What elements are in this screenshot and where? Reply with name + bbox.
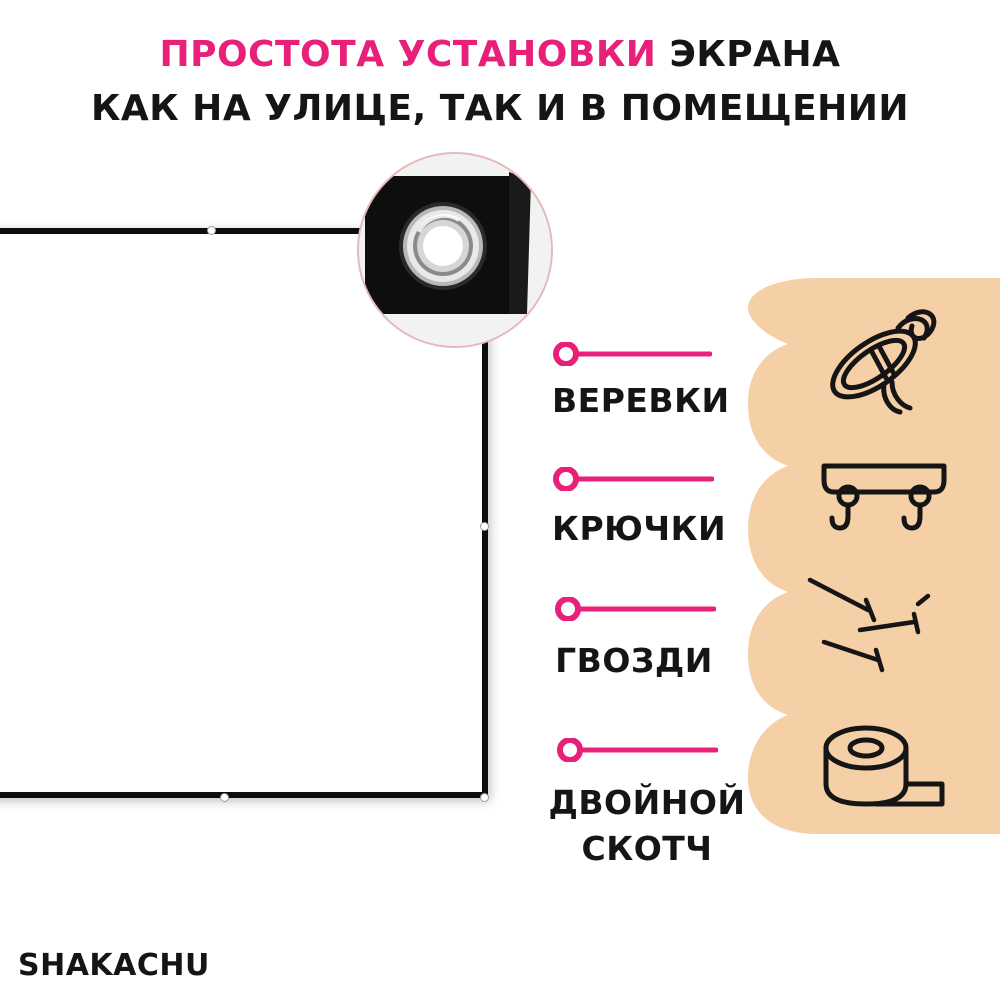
brand-logo: SHAKACHU xyxy=(18,948,210,983)
pin-marker xyxy=(553,342,712,366)
icon-panel xyxy=(748,278,1000,834)
method-label-ropes: ВЕРЕВКИ xyxy=(552,381,730,420)
method-label-tape-line-1: ДВОЙНОЙ xyxy=(548,783,746,822)
headline: ПРОСТОТА УСТАНОВКИ ЭКРАНА КАК НА УЛИЦЕ, … xyxy=(0,28,1000,136)
pin-marker xyxy=(557,738,718,762)
pin-marker xyxy=(555,597,716,621)
rope-icon xyxy=(830,309,937,415)
grommet-icon xyxy=(359,154,551,346)
grommet-dot xyxy=(220,793,229,802)
headline-line-1: ПРОСТОТА УСТАНОВКИ ЭКРАНА xyxy=(0,28,1000,82)
grommet-dot xyxy=(480,793,489,802)
tape-icon xyxy=(823,725,945,807)
grommet-dot xyxy=(207,226,216,235)
headline-accent: ПРОСТОТА УСТАНОВКИ xyxy=(159,34,657,75)
headline-line-2: КАК НА УЛИЦЕ, ТАК И В ПОМЕЩЕНИИ xyxy=(90,88,910,129)
method-label-nails: ГВОЗДИ xyxy=(555,641,713,680)
method-label-tape-line-2: СКОТЧ xyxy=(581,829,713,868)
hooks-icon xyxy=(821,463,947,531)
headline-rest: ЭКРАНА xyxy=(669,34,841,75)
nails-icon xyxy=(807,577,931,673)
method-label-hooks: КРЮЧКИ xyxy=(552,509,727,548)
grommet-zoom xyxy=(357,152,553,348)
method-label-tape: ДВОЙНОЙ СКОТЧ xyxy=(540,780,754,872)
grommet-dot xyxy=(480,522,489,531)
pin-marker xyxy=(553,467,714,491)
